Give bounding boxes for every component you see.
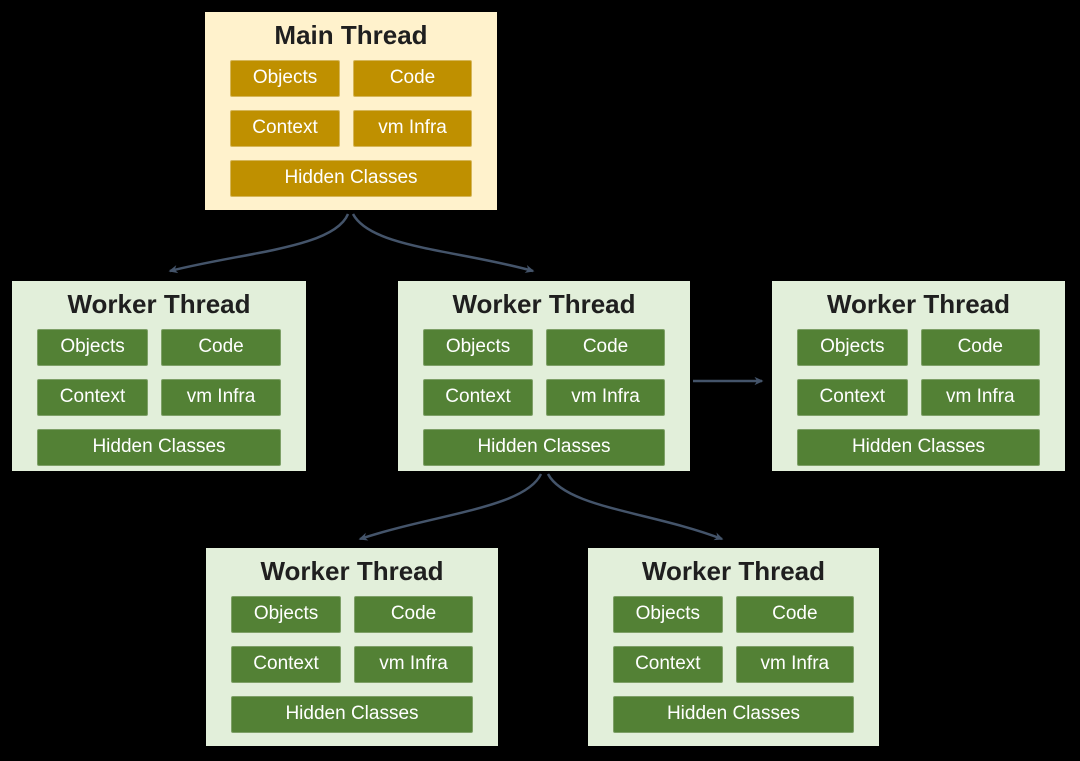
- arrow-worker-mid-center-to-worker-bot-right: [546, 473, 724, 541]
- chip-vm-infra: vm Infra: [161, 378, 281, 416]
- worker-chip-grid: Objects Code Context vm Infra Hidden Cla…: [12, 321, 306, 482]
- worker-thread-box-bottom-right: Worker Thread Objects Code Context vm In…: [588, 548, 879, 746]
- main-thread-title: Main Thread: [274, 20, 428, 50]
- chip-objects: Objects: [230, 59, 341, 97]
- chip-code: Code: [161, 328, 281, 366]
- chip-code: Code: [735, 595, 854, 633]
- chip-context: Context: [231, 645, 342, 683]
- worker-thread-box-middle-right: Worker Thread Objects Code Context vm In…: [772, 281, 1065, 471]
- chip-hidden-classes: Hidden Classes: [613, 695, 854, 733]
- chip-vm-infra: vm Infra: [353, 109, 472, 147]
- chip-context: Context: [423, 378, 534, 416]
- chip-vm-infra: vm Infra: [546, 378, 665, 416]
- chip-hidden-classes: Hidden Classes: [231, 695, 473, 733]
- chip-objects: Objects: [613, 595, 723, 633]
- chip-hidden-classes: Hidden Classes: [423, 428, 665, 466]
- chip-code: Code: [353, 59, 472, 97]
- worker-thread-box-bottom-left: Worker Thread Objects Code Context vm In…: [206, 548, 498, 746]
- chip-hidden-classes: Hidden Classes: [37, 428, 281, 466]
- chip-objects: Objects: [231, 595, 342, 633]
- main-chip-grid: Objects Code Context vm Infra Hidden Cla…: [205, 52, 497, 213]
- chip-code: Code: [920, 328, 1040, 366]
- chip-vm-infra: vm Infra: [735, 645, 854, 683]
- chip-objects: Objects: [37, 328, 149, 366]
- chip-context: Context: [797, 378, 908, 416]
- worker-chip-grid: Objects Code Context vm Infra Hidden Cla…: [588, 588, 879, 749]
- chip-code: Code: [546, 328, 665, 366]
- chip-objects: Objects: [423, 328, 534, 366]
- chip-objects: Objects: [797, 328, 908, 366]
- worker-thread-box-middle-center: Worker Thread Objects Code Context vm In…: [398, 281, 690, 471]
- worker-thread-box-middle-left: Worker Thread Objects Code Context vm In…: [12, 281, 306, 471]
- chip-code: Code: [354, 595, 473, 633]
- chip-hidden-classes: Hidden Classes: [797, 428, 1040, 466]
- worker-thread-title: Worker Thread: [452, 289, 636, 319]
- chip-hidden-classes: Hidden Classes: [230, 159, 472, 197]
- chip-vm-infra: vm Infra: [920, 378, 1040, 416]
- chip-vm-infra: vm Infra: [354, 645, 473, 683]
- worker-chip-grid: Objects Code Context vm Infra Hidden Cla…: [772, 321, 1065, 482]
- chip-context: Context: [37, 378, 149, 416]
- worker-thread-title: Worker Thread: [826, 289, 1010, 319]
- worker-chip-grid: Objects Code Context vm Infra Hidden Cla…: [206, 588, 498, 749]
- worker-thread-title: Worker Thread: [641, 556, 825, 586]
- worker-thread-title: Worker Thread: [67, 289, 251, 319]
- chip-context: Context: [613, 645, 723, 683]
- chip-context: Context: [230, 109, 341, 147]
- arrow-worker-mid-center-to-worker-bot-left: [358, 473, 543, 541]
- worker-chip-grid: Objects Code Context vm Infra Hidden Cla…: [398, 321, 690, 482]
- arrow-main-to-worker-mid-left: [168, 213, 350, 274]
- worker-thread-title: Worker Thread: [260, 556, 444, 586]
- arrow-main-to-worker-mid-center: [351, 213, 535, 273]
- main-thread-box: Main Thread Objects Code Context vm Infr…: [205, 12, 497, 210]
